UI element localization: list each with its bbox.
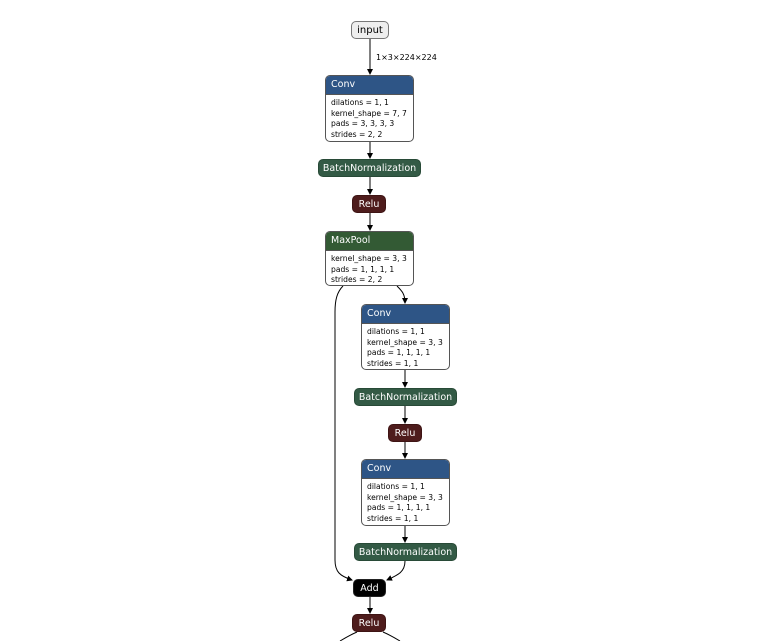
attr-strides: strides = 2, 2: [331, 129, 383, 139]
batchnorm-node-2-label: BatchNormalization: [358, 391, 453, 403]
input-node[interactable]: input: [351, 21, 389, 39]
conv-node-3[interactable]: Conv dilations = 1, 1 kernel_shape = 3, …: [361, 459, 450, 526]
input-label: input: [357, 24, 383, 36]
batchnorm-node-2[interactable]: BatchNormalization: [354, 388, 457, 406]
batchnorm-node-1[interactable]: BatchNormalization: [318, 159, 421, 177]
attr-strides: strides = 1, 1: [367, 358, 419, 368]
relu-node-3[interactable]: Relu: [352, 614, 386, 632]
relu-node-1-label: Relu: [358, 198, 380, 210]
conv-node-1-title: Conv: [326, 76, 413, 95]
conv-node-3-title: Conv: [362, 460, 449, 479]
maxpool-node[interactable]: MaxPool kernel_shape = 3, 3 pads = 1, 1,…: [325, 231, 414, 286]
attr-dilations: dilations = 1, 1: [331, 98, 389, 107]
attr-pads: pads = 1, 1, 1, 1: [367, 503, 431, 513]
relu-node-2[interactable]: Relu: [388, 424, 422, 442]
attr-strides: strides = 2, 2: [331, 275, 383, 285]
conv-node-2-title: Conv: [362, 305, 449, 324]
maxpool-node-title: MaxPool: [326, 232, 413, 251]
attr-kernel-shape: kernel_shape = 3, 3: [367, 337, 443, 347]
conv-node-2-attributes: dilations = 1, 1 kernel_shape = 3, 3 pad…: [362, 324, 449, 369]
batchnorm-node-1-label: BatchNormalization: [322, 162, 417, 174]
relu-node-2-label: Relu: [394, 427, 416, 439]
edge-label-input-shape: 1×3×224×224: [376, 53, 437, 62]
conv-node-3-attributes: dilations = 1, 1 kernel_shape = 3, 3 pad…: [362, 479, 449, 525]
attr-kernel-shape: kernel_shape = 7, 7: [331, 108, 407, 118]
conv-node-1[interactable]: Conv dilations = 1, 1 kernel_shape = 7, …: [325, 75, 414, 142]
batchnorm-node-3-label: BatchNormalization: [358, 546, 453, 558]
attr-dilations: dilations = 1, 1: [367, 327, 425, 336]
batchnorm-node-3[interactable]: BatchNormalization: [354, 543, 457, 561]
attr-pads: pads = 3, 3, 3, 3: [331, 119, 395, 129]
attr-dilations: dilations = 1, 1: [367, 482, 425, 491]
add-node[interactable]: Add: [353, 579, 386, 597]
relu-node-3-label: Relu: [358, 617, 380, 629]
relu-node-1[interactable]: Relu: [352, 195, 386, 213]
attr-strides: strides = 1, 1: [367, 513, 419, 523]
conv-node-2[interactable]: Conv dilations = 1, 1 kernel_shape = 3, …: [361, 304, 450, 370]
attr-kernel-shape: kernel_shape = 3, 3: [367, 492, 443, 502]
add-node-label: Add: [360, 582, 379, 594]
conv-node-1-attributes: dilations = 1, 1 kernel_shape = 7, 7 pad…: [326, 95, 413, 141]
attr-kernel-shape: kernel_shape = 3, 3: [331, 254, 407, 263]
attr-pads: pads = 1, 1, 1, 1: [331, 264, 395, 274]
attr-pads: pads = 1, 1, 1, 1: [367, 348, 431, 358]
maxpool-node-attributes: kernel_shape = 3, 3 pads = 1, 1, 1, 1 st…: [326, 251, 413, 285]
